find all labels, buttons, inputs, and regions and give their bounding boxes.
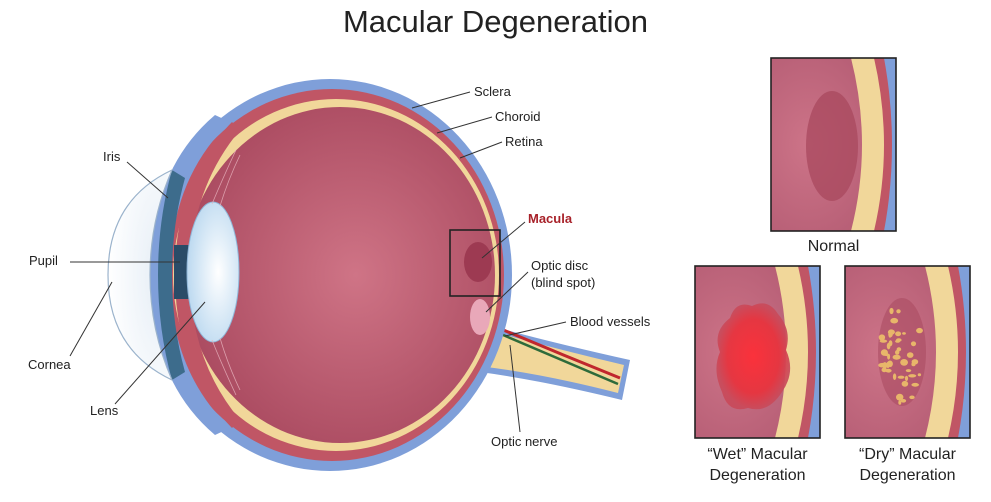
dry-panel: [845, 266, 970, 438]
drusen-dot: [906, 352, 914, 358]
drusen-dot: [916, 327, 923, 334]
lens: [186, 201, 240, 343]
label-blind-spot: (blind spot): [531, 275, 596, 290]
label-sclera: Sclera: [474, 84, 511, 99]
drusen-dot: [902, 332, 906, 335]
label-cornea: Cornea: [28, 357, 71, 372]
drusen-dot: [886, 342, 891, 350]
drusen-dot: [892, 354, 901, 360]
label-blood-vessels: Blood vessels: [570, 314, 651, 329]
label-optic-nerve: Optic nerve: [491, 434, 558, 449]
drusen: [878, 307, 923, 405]
label-pupil: Pupil: [29, 253, 58, 268]
caption-dry-line2: Degeneration: [859, 467, 956, 484]
wet-panel-border: [694, 265, 821, 439]
drusen-dot: [878, 334, 886, 341]
label-iris: Iris: [103, 149, 121, 164]
wet-lesion: [716, 303, 791, 410]
leader-lines: [69, 91, 567, 433]
zonules: [211, 149, 241, 396]
label-optic-disc: Optic disc: [531, 258, 589, 273]
drusen-dot: [909, 395, 915, 400]
caption-wet-line2: Degeneration: [709, 467, 806, 484]
drusen-dot: [898, 400, 902, 405]
drusen-dot: [900, 359, 908, 366]
drusen-dot: [911, 382, 919, 387]
page-title: Macular Degeneration: [342, 4, 648, 39]
macula-box: [449, 229, 501, 297]
drusen-dot: [917, 373, 922, 377]
caption-dry-line1: “Dry” Macular: [859, 446, 956, 463]
cornea: [107, 168, 174, 382]
drusen-dot: [887, 353, 891, 360]
drusen-dot: [896, 309, 901, 314]
wet-panel: [695, 266, 820, 438]
macula: [464, 242, 492, 282]
vitreous-body: [185, 107, 495, 443]
label-macula: Macula: [528, 211, 573, 226]
normal-panel-border: [770, 57, 897, 232]
drusen-dot: [895, 339, 901, 343]
label-choroid: Choroid: [495, 109, 541, 124]
caption-wet: “Wet” Macular Degeneration: [680, 444, 835, 486]
drusen-dot: [878, 363, 886, 368]
drusen-dot: [892, 373, 897, 381]
drusen-dot: [889, 307, 894, 315]
drusen-dot: [905, 369, 912, 373]
drusen-dot: [908, 374, 917, 378]
caption-wet-line1: “Wet” Macular: [707, 446, 808, 463]
drusen-dot: [887, 360, 893, 368]
optic-nerve: [470, 325, 624, 393]
normal-panel: [771, 58, 896, 231]
drusen-dot: [901, 380, 909, 387]
drusen-dot: [902, 359, 906, 363]
drusen-dot: [895, 331, 902, 337]
drusen-dot: [904, 375, 909, 381]
label-lens: Lens: [90, 403, 119, 418]
drusen-dot: [881, 367, 887, 373]
drusen-dot: [880, 349, 888, 356]
optic-disc: [470, 299, 490, 335]
drusen-dot: [911, 362, 916, 367]
drusen-dot: [888, 330, 892, 338]
caption-normal: Normal: [771, 236, 896, 257]
ciliary-body: [175, 122, 240, 428]
caption-normal-text: Normal: [807, 238, 860, 255]
drusen-dot: [895, 350, 900, 355]
drusen-dot: [900, 399, 907, 403]
label-retina: Retina: [505, 134, 543, 149]
dry-panel-border: [844, 265, 971, 439]
drusen-dot: [897, 375, 905, 379]
caption-dry: “Dry” Macular Degeneration: [830, 444, 985, 486]
drusen-dot: [896, 393, 904, 401]
drusen-dot: [890, 317, 899, 324]
drusen-dot: [910, 341, 917, 347]
iris: [158, 170, 185, 380]
